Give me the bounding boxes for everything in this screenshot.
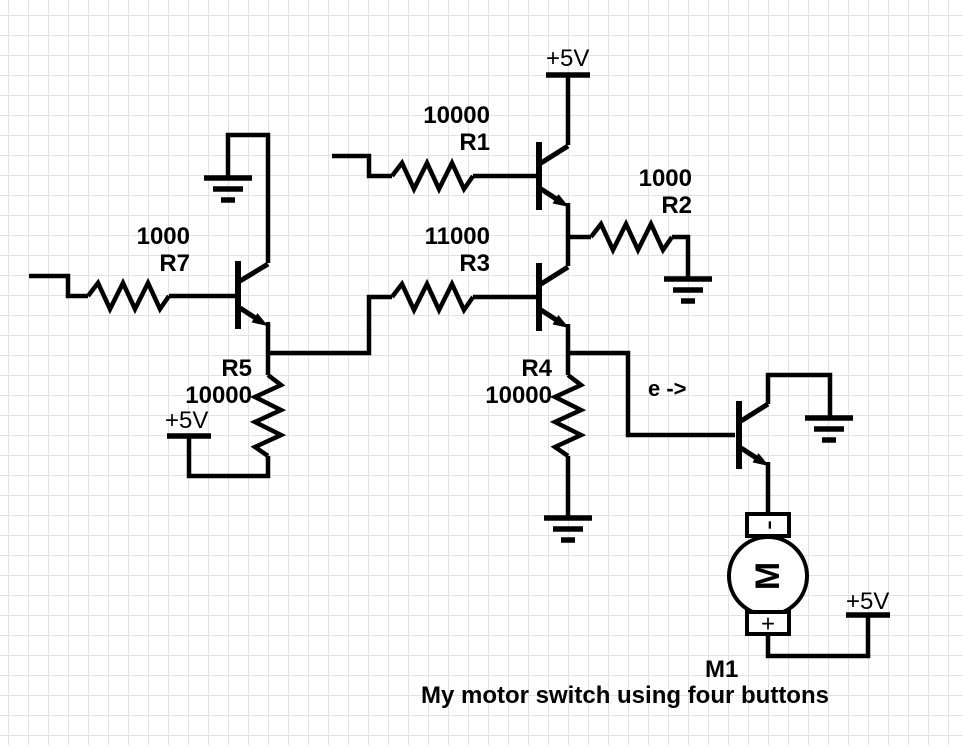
r1-zigzag <box>390 157 475 195</box>
motor-positive-label: + <box>761 611 775 638</box>
transistor-q2 <box>536 263 735 438</box>
q3-emitter <box>739 445 760 462</box>
transistor-q1 <box>536 75 571 266</box>
motor-m1: - M + M1 <box>705 512 871 683</box>
supply-top: +5V <box>546 45 590 78</box>
resistor-r7: 1000 R7 <box>29 223 235 315</box>
transistor-q3 <box>736 372 833 514</box>
supply-left: +5V <box>165 407 211 439</box>
motor-symbol: M <box>749 562 787 590</box>
q1-collector <box>539 143 570 166</box>
transistor-q4 <box>225 132 271 353</box>
r2-value-label: 1000 <box>639 165 692 192</box>
r2-zigzag <box>589 218 674 256</box>
q3-collector <box>739 401 770 424</box>
q2-emitter <box>539 307 560 324</box>
r1-value-label: 10000 <box>423 102 490 129</box>
ground-r2 <box>664 276 712 304</box>
r3-ref-label: R3 <box>459 250 490 277</box>
schematic-caption: My motor switch using four buttons <box>421 682 829 709</box>
r3-input-wire <box>268 294 392 356</box>
resistor-r2: 1000 R2 <box>568 165 692 277</box>
q2-emitter-arrow <box>552 315 569 328</box>
r4-ref-label: R4 <box>521 355 552 382</box>
resistor-r4: R4 10000 <box>485 353 587 516</box>
r7-value-label: 1000 <box>137 223 190 250</box>
motor-ref-label: M1 <box>705 656 738 683</box>
q4-emitter <box>238 305 259 322</box>
r3-value-label: 11000 <box>425 223 490 250</box>
resistor-r1: 10000 R1 <box>332 102 536 195</box>
r1-ref-label: R1 <box>459 129 490 156</box>
emitter-annotation: e -> <box>648 376 687 401</box>
q4-collector <box>238 261 270 284</box>
r2-output-wire <box>672 234 691 277</box>
ground-r4 <box>544 515 592 543</box>
supply-left-label: +5V <box>165 407 208 434</box>
motor-bottom-wire <box>765 615 871 659</box>
resistor-r5: R5 10000 <box>185 353 287 479</box>
ground-q3 <box>805 415 853 443</box>
r7-zigzag <box>86 277 171 315</box>
r2-ref-label: R2 <box>661 192 692 219</box>
r1-input-wire <box>332 153 392 179</box>
r7-input-wire <box>29 273 88 299</box>
q3-emitter-arrow <box>752 453 769 466</box>
r7-ref-label: R7 <box>159 250 190 277</box>
q2-to-q3-wire <box>568 350 735 438</box>
q4-emitter-arrow <box>251 313 268 326</box>
r5-zigzag <box>249 373 287 458</box>
ground-q4 <box>204 175 252 203</box>
supply-motor: +5V <box>846 588 890 618</box>
r5-ref-label: R5 <box>221 355 252 382</box>
q4-collector-wire <box>225 132 271 263</box>
r4-zigzag <box>549 373 587 458</box>
q1-emitter <box>539 186 560 203</box>
r5-value-label: 10000 <box>185 382 252 409</box>
motor-negative-label: - <box>752 520 785 530</box>
q2-collector <box>539 264 570 287</box>
supply-top-label: +5V <box>546 45 589 72</box>
r4-value-label: 10000 <box>485 382 552 409</box>
r3-zigzag <box>390 278 475 316</box>
q3-collector-wire <box>765 372 833 416</box>
supply-motor-label: +5V <box>846 588 889 615</box>
resistor-r3: 11000 R3 <box>268 223 536 356</box>
r5-bottom-wire <box>186 436 271 479</box>
q1-emitter-arrow <box>552 194 569 207</box>
